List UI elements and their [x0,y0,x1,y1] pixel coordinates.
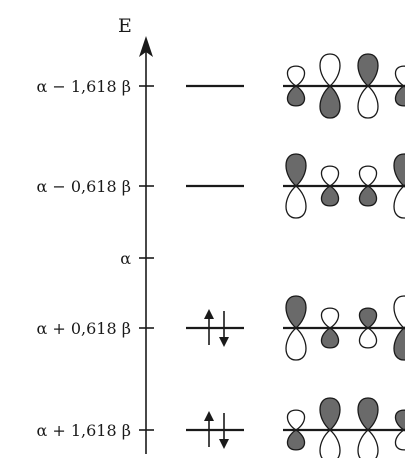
electron-spin-up [204,411,214,447]
electron-spin-down-head [219,337,229,347]
lobe-upper [358,307,378,329]
energy-axis-title: E [118,15,132,37]
orbital-lobes [283,153,405,219]
lobe-upper [286,409,306,431]
energy-level-2: α [120,249,154,268]
orbital-lobes [283,53,405,119]
lobe-upper [285,153,307,187]
electron-spin-down [219,311,229,347]
energy-level-4: α + 1,618 β [36,397,405,458]
lobe-upper [320,307,340,329]
lobe-lower [320,185,340,207]
lobe-lower [319,429,341,458]
electron-spin-up [204,309,214,345]
lobe-upper [357,397,379,431]
lobe-upper [394,65,405,87]
lobe-lower [285,185,307,219]
lobe-lower [394,429,405,451]
electron-spin-up-head [204,411,214,421]
lobe-upper [357,53,379,87]
lobe-upper [319,53,341,87]
lobe-lower [286,429,306,451]
electron-spin-down-head [219,439,229,449]
lobe-upper [286,65,306,87]
electron-spin-up-head [204,309,214,319]
lobe-upper [394,409,405,431]
energy-label: α − 0,618 β [36,177,131,196]
lobe-upper [393,295,405,329]
lobe-lower [320,327,340,349]
energy-level-1: α − 0,618 β [36,153,405,219]
lobe-upper [319,397,341,431]
energy-label: α + 1,618 β [36,421,131,440]
energy-level-3: α + 0,618 β [36,295,405,361]
lobe-upper [285,295,307,329]
energy-label: α − 1,618 β [36,77,131,96]
lobe-lower [393,327,405,361]
energy-axis-arrowhead [139,36,153,57]
lobe-lower [357,429,379,458]
energy-label: α + 0,618 β [36,319,131,338]
lobe-lower [319,85,341,119]
lobe-lower [358,327,378,349]
lobe-upper [320,165,340,187]
energy-label: α [120,249,131,268]
orbital-lobes [283,397,405,458]
electron-spin-down [219,413,229,449]
lobe-lower [394,85,405,107]
lobe-lower [285,327,307,361]
lobe-upper [393,153,405,187]
lobe-lower [393,185,405,219]
lobe-lower [286,85,306,107]
orbital-lobes [283,295,405,361]
energy-levels: α − 1,618 β α − 0,618 β α α + 0,618 β α + 1,… [36,53,405,458]
energy-level-0: α − 1,618 β [36,53,405,119]
lobe-lower [358,185,378,207]
lobe-lower [357,85,379,119]
energy-axis: E [118,15,153,454]
lobe-upper [358,165,378,187]
